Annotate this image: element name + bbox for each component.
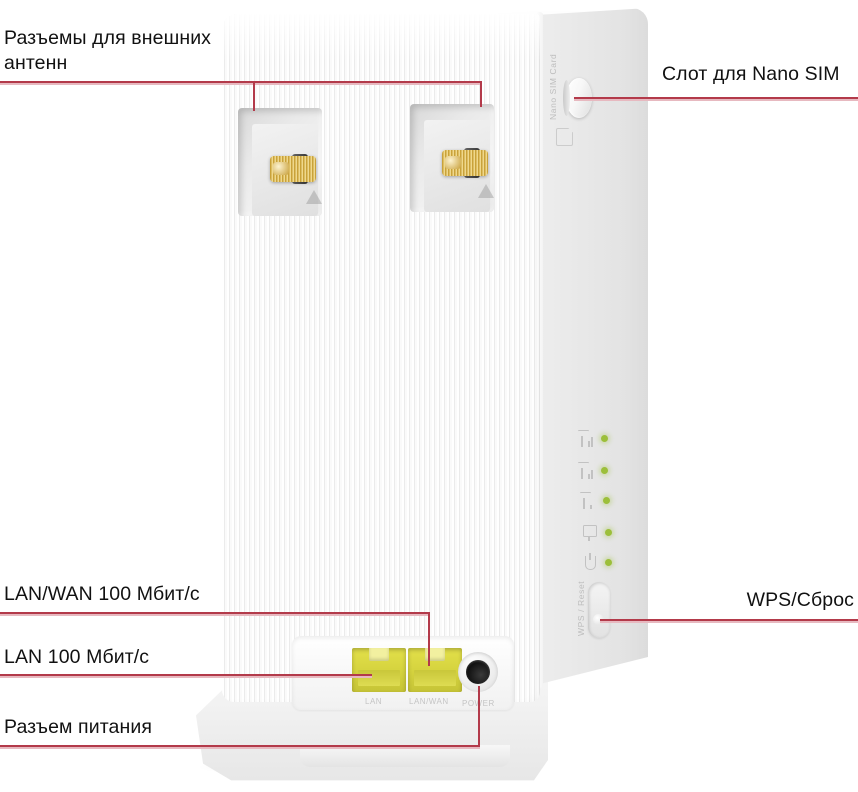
status-led-power <box>582 553 612 571</box>
leader-lanwan-horizontal <box>0 612 430 614</box>
led-indicator-dot <box>601 435 608 442</box>
antenna-well-left <box>238 108 322 216</box>
status-led-signal-1 <box>578 430 608 447</box>
led-indicator-dot <box>603 497 610 504</box>
leader-lan-glow <box>0 676 372 678</box>
callout-power-connector: Разъем питания <box>4 716 152 738</box>
power-icon <box>582 553 597 571</box>
wps-reset-button[interactable] <box>588 582 610 638</box>
wps-reset-device-label: WPS / Reset <box>576 580 586 636</box>
callout-nano-sim-slot: Слот для Nano SIM <box>662 63 840 85</box>
callout-external-antenna-connectors: Разъемы для внешних антенн <box>4 27 212 74</box>
leader-lanwan-drop <box>428 612 430 666</box>
leader-antennas-drop-right <box>480 81 482 107</box>
sim-slot-label: Nano SIM Card <box>548 53 558 120</box>
callout-lan-wan-port: LAN/WAN 100 Мбит/с <box>4 583 200 605</box>
lan-icon <box>582 524 597 541</box>
leader-wps-glow <box>600 621 858 623</box>
status-led-lan <box>582 524 612 541</box>
leader-lan <box>0 674 372 676</box>
sma-connector-left <box>270 156 316 182</box>
antenna-icon <box>580 492 595 509</box>
sma-connector-right <box>442 150 488 176</box>
leader-power-horizontal <box>0 745 480 747</box>
lan-port[interactable] <box>352 648 406 692</box>
power-jack[interactable] <box>458 652 498 692</box>
leader-wps <box>600 619 858 621</box>
leader-power-rise <box>478 686 480 746</box>
port-label-lan: LAN <box>365 697 383 706</box>
router-side-panel <box>540 8 648 684</box>
status-led-internet <box>580 492 610 509</box>
led-indicator-dot <box>605 529 612 536</box>
leader-lanwan-glow <box>0 614 430 616</box>
led-indicator-dot <box>605 559 612 566</box>
stand-lip <box>300 745 510 767</box>
leader-antennas-horizontal <box>0 81 482 83</box>
antenna-well-right <box>410 104 494 212</box>
front-face-highlight <box>222 14 540 60</box>
leader-power-glow <box>0 747 480 749</box>
signal-bars-icon <box>578 430 594 447</box>
callout-wps-reset: WPS/Сброс <box>746 589 854 611</box>
status-led-signal-2 <box>578 462 608 479</box>
lan-wan-port[interactable] <box>408 648 462 692</box>
leader-antennas-drop-left <box>253 81 255 111</box>
warning-triangle-icon-left <box>306 190 322 204</box>
leader-sim <box>574 97 858 99</box>
leader-sim-glow <box>574 99 858 101</box>
led-indicator-dot <box>601 467 608 474</box>
callout-lan-port: LAN 100 Мбит/с <box>4 646 150 668</box>
sim-card-icon <box>556 128 573 146</box>
signal-bars-icon <box>578 462 594 479</box>
warning-triangle-icon-right <box>478 184 494 198</box>
port-label-lan-wan: LAN/WAN <box>409 697 449 706</box>
leader-antennas-glow <box>0 83 482 85</box>
